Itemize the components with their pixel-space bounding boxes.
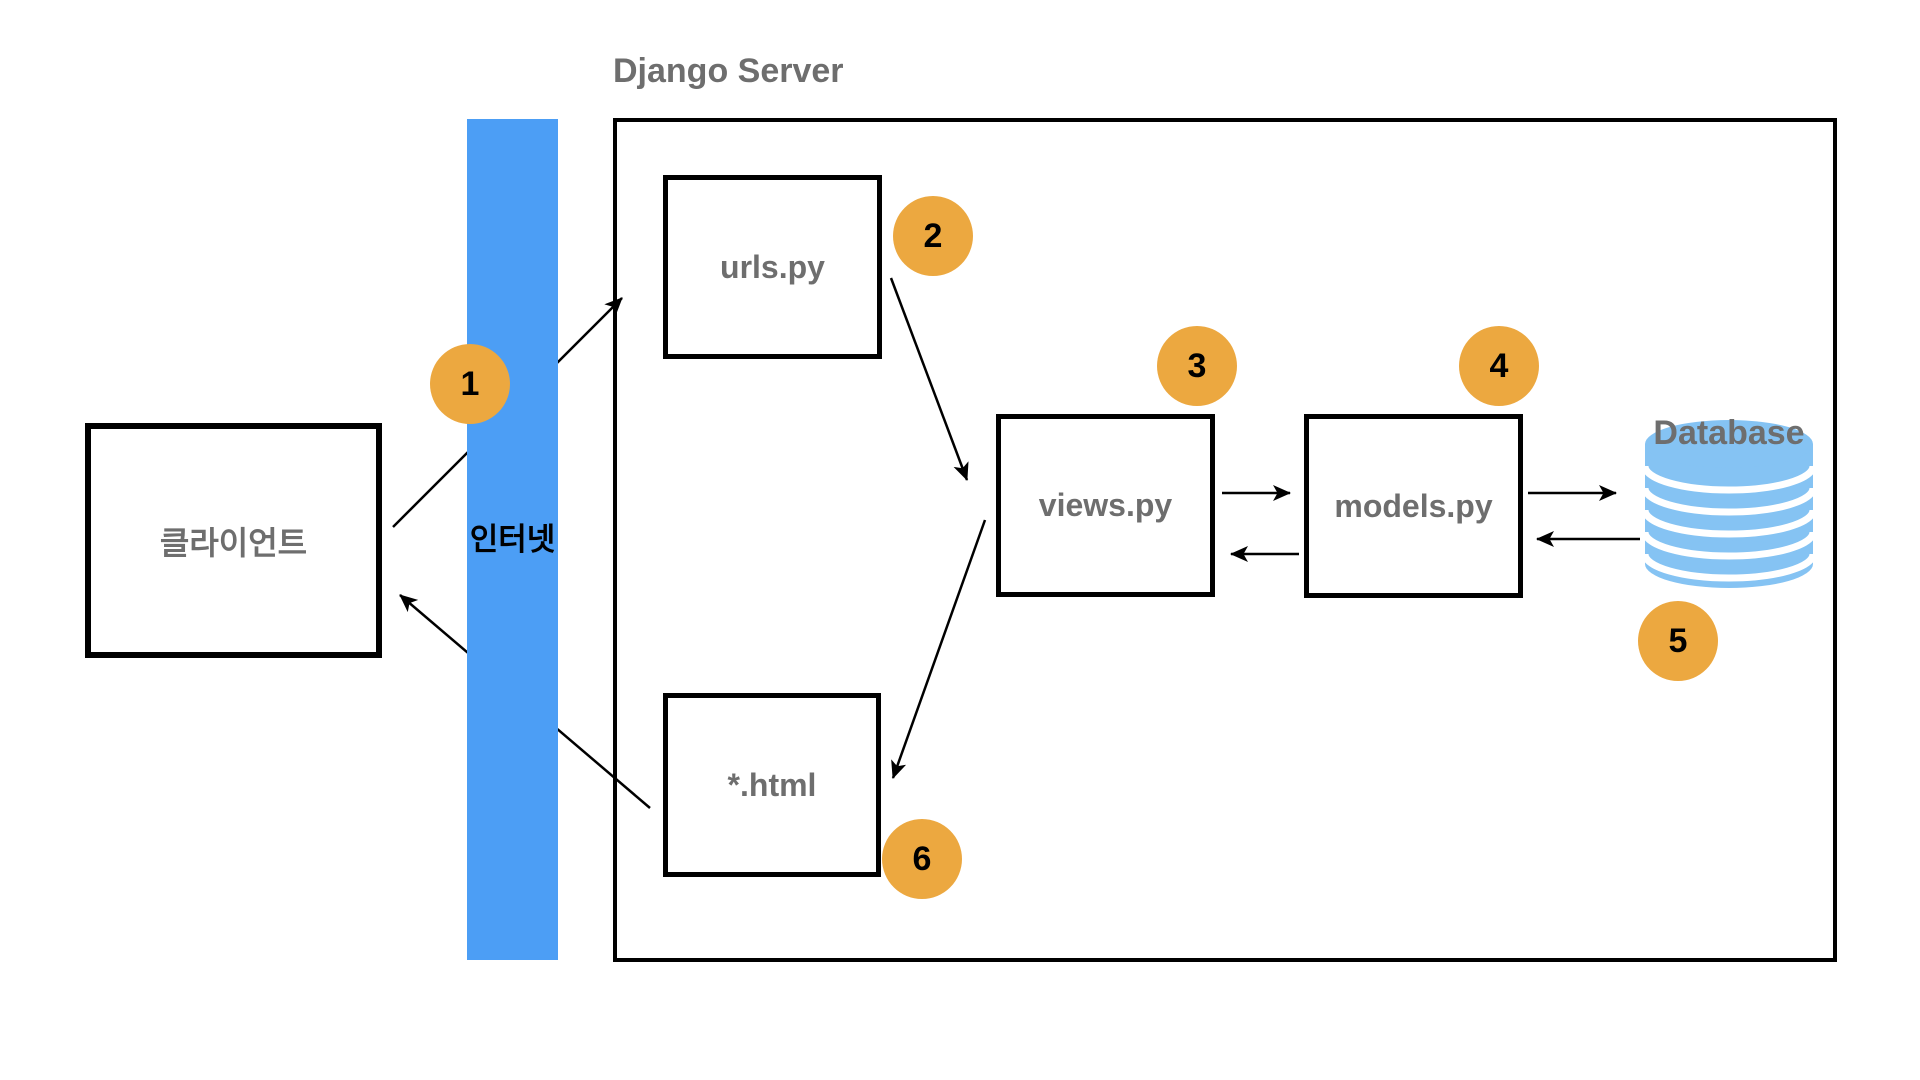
internet-label: 인터넷 — [469, 522, 556, 557]
step-badge-2: 2 — [893, 196, 973, 276]
client-box: 클라이언트 — [85, 423, 382, 658]
django-server-title: Django Server — [613, 52, 844, 90]
views-py-box: views.py — [996, 414, 1215, 597]
step-badge-4: 4 — [1459, 326, 1539, 406]
html-template-box: *.html — [663, 693, 881, 877]
urls-py-box: urls.py — [663, 175, 882, 359]
internet-bar — [467, 119, 558, 960]
step-badge-3: 3 — [1157, 326, 1237, 406]
urls-py-label: urls.py — [720, 248, 825, 285]
step-badge-6: 6 — [882, 819, 962, 899]
views-py-label: views.py — [1038, 487, 1173, 523]
client-label: 클라이언트 — [159, 524, 308, 561]
models-py-box: models.py — [1304, 414, 1523, 598]
step-badge-1: 1 — [430, 344, 510, 424]
database-cylinder-icon — [1645, 420, 1813, 588]
database-label: Database — [1653, 414, 1805, 452]
django-server-box — [613, 118, 1837, 962]
arrow-views-to-html — [891, 519, 987, 779]
step-badge-5: 5 — [1638, 601, 1718, 681]
models-py-label: models.py — [1334, 487, 1493, 524]
arrow-urls-to-views — [889, 277, 969, 481]
html-template-label: *.html — [727, 766, 817, 803]
